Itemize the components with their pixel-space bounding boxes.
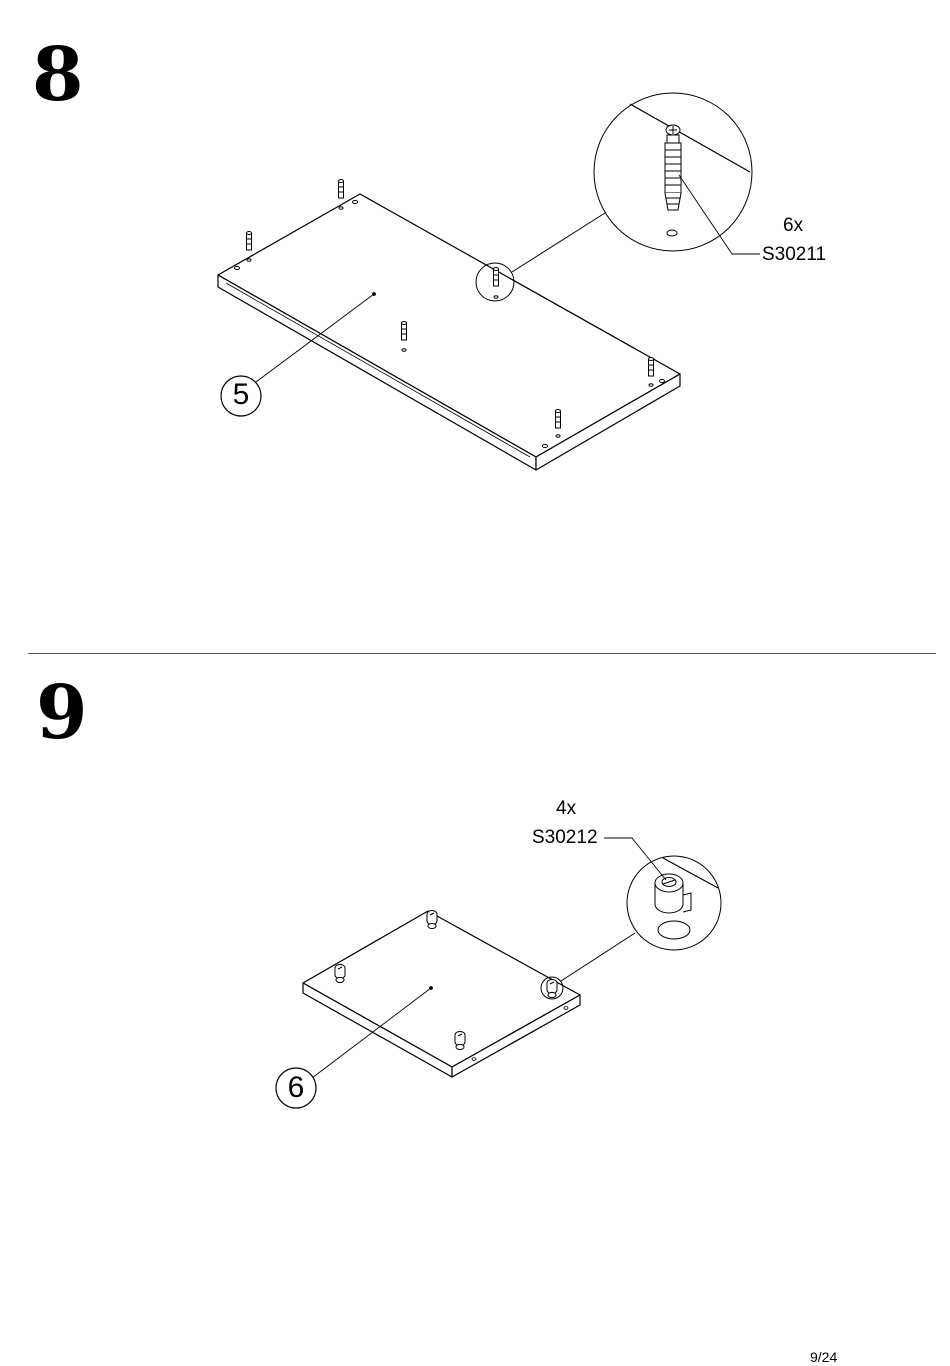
cam-lock [335, 965, 345, 983]
part-6-label: 6 [276, 1073, 316, 1103]
step-9-hardware-code: S30212 [532, 828, 598, 847]
panel-6-top-face [303, 911, 580, 1067]
page-number: 9/24 [810, 1350, 837, 1364]
cam-lock [455, 1032, 465, 1050]
cam-lock [547, 980, 557, 998]
step-9-hardware-quantity: 4x [556, 799, 576, 818]
cam-lock [427, 911, 437, 929]
